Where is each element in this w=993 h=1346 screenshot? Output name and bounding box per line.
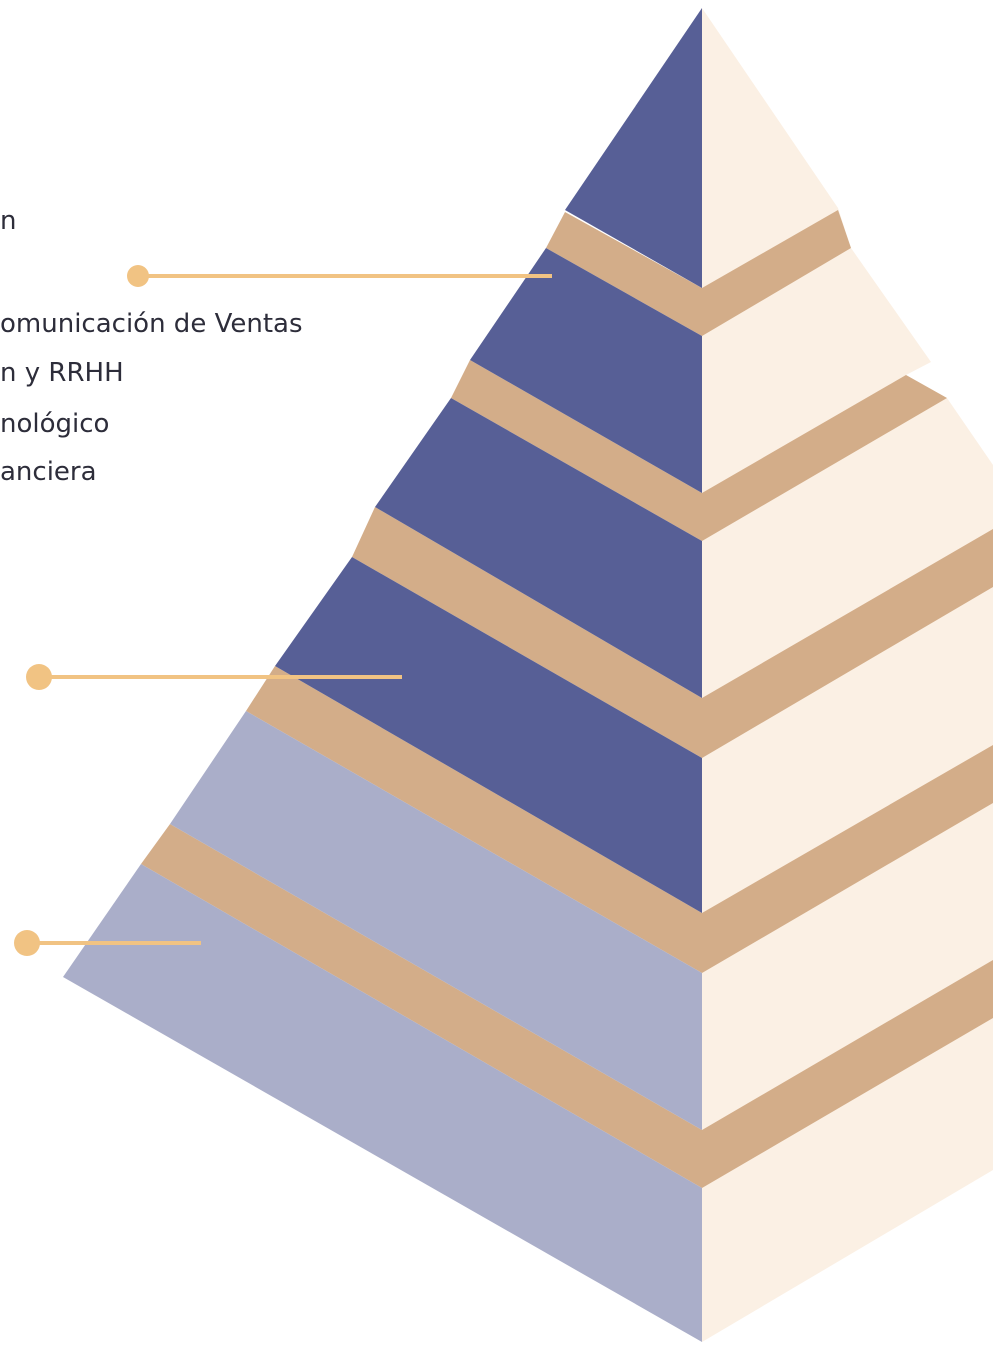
label-5: anciera [0,457,97,487]
label-2: omunicación de Ventas [0,309,303,339]
left-band-4 [246,666,702,973]
right-band-2 [702,375,947,541]
level-3-face [375,398,702,698]
level-1-face [565,8,702,288]
connector-dot-middle [26,664,52,690]
right-band-5 [702,960,993,1188]
right-band-4 [702,745,993,973]
label-1: n [0,206,17,236]
left-band-2 [451,360,702,541]
left-band-5 [141,824,702,1188]
level-6-face [63,864,702,1342]
level-4-face [275,557,702,913]
label-4: nológico [0,409,110,439]
left-band-3 [352,507,702,758]
connector-dot-top [127,265,149,287]
level-2-face [470,248,702,493]
right-band-1 [702,210,851,336]
right-band-3 [702,529,993,758]
left-band-1 [546,212,702,336]
label-3: n y RRHH [0,358,124,388]
connector-dot-bottom [14,930,40,956]
level-5-face [170,711,702,1130]
